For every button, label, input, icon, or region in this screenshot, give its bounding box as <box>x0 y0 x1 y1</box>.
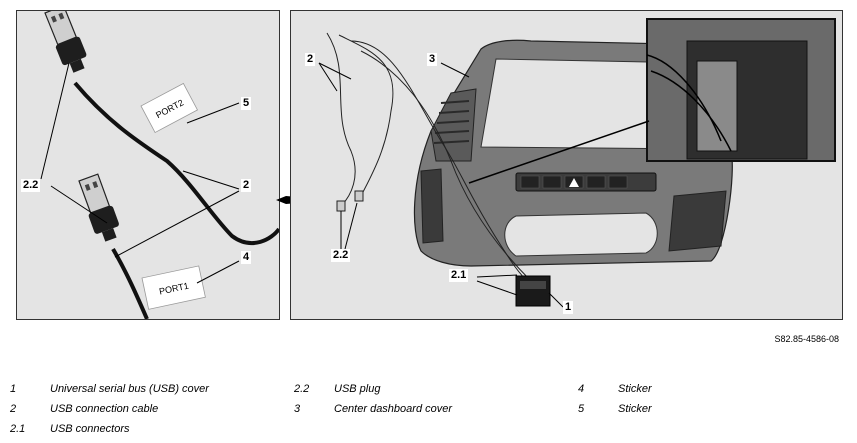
usb-cable-detail-panel: PORT2 PORT1 2.2 2 4 5 <box>16 10 280 320</box>
figure-code: S82.85-4586-08 <box>774 334 839 344</box>
legend-number: 3 <box>294 403 301 415</box>
legend-text: Center dashboard cover <box>334 403 453 415</box>
legend-text: USB connectors <box>50 423 130 435</box>
legend-number: 5 <box>578 403 585 415</box>
legend: 1 Universal serial bus (USB) cover 2 USB… <box>0 383 857 443</box>
legend-number: 2.1 <box>10 423 26 435</box>
legend-text: Sticker <box>618 403 652 415</box>
legend-text: Universal serial bus (USB) cover <box>50 383 209 395</box>
legend-number: 1 <box>10 383 17 395</box>
callout-2-2-left: 2.2 <box>21 179 41 192</box>
legend-text: USB plug <box>334 383 381 395</box>
callout-2-left: 2 <box>241 179 252 192</box>
legend-text: Sticker <box>618 383 652 395</box>
dashboard-overview-panel: 2 3 2.2 2.1 1 <box>290 10 843 320</box>
legend-number: 2 <box>10 403 17 415</box>
legend-number: 4 <box>578 383 585 395</box>
callout-3-right: 3 <box>427 53 438 66</box>
callout-2-2-right: 2.2 <box>331 249 351 262</box>
callout-2-1-right: 2.1 <box>449 269 469 282</box>
callout-1-right: 1 <box>563 301 574 314</box>
usb-plug-top <box>44 11 87 73</box>
usb-plug-bottom <box>78 173 119 242</box>
callout-2-right: 2 <box>305 53 316 66</box>
sticker-port2: PORT2 <box>140 82 199 134</box>
legend-number: 2.2 <box>294 383 310 395</box>
callout-5-left: 5 <box>241 97 252 110</box>
sticker-port1: PORT1 <box>141 265 206 310</box>
dashboard-illustration <box>318 18 836 308</box>
legend-text: USB connection cable <box>50 403 159 415</box>
callout-4-left: 4 <box>241 251 252 264</box>
usb-cable-illustration: PORT2 PORT1 <box>40 11 279 319</box>
